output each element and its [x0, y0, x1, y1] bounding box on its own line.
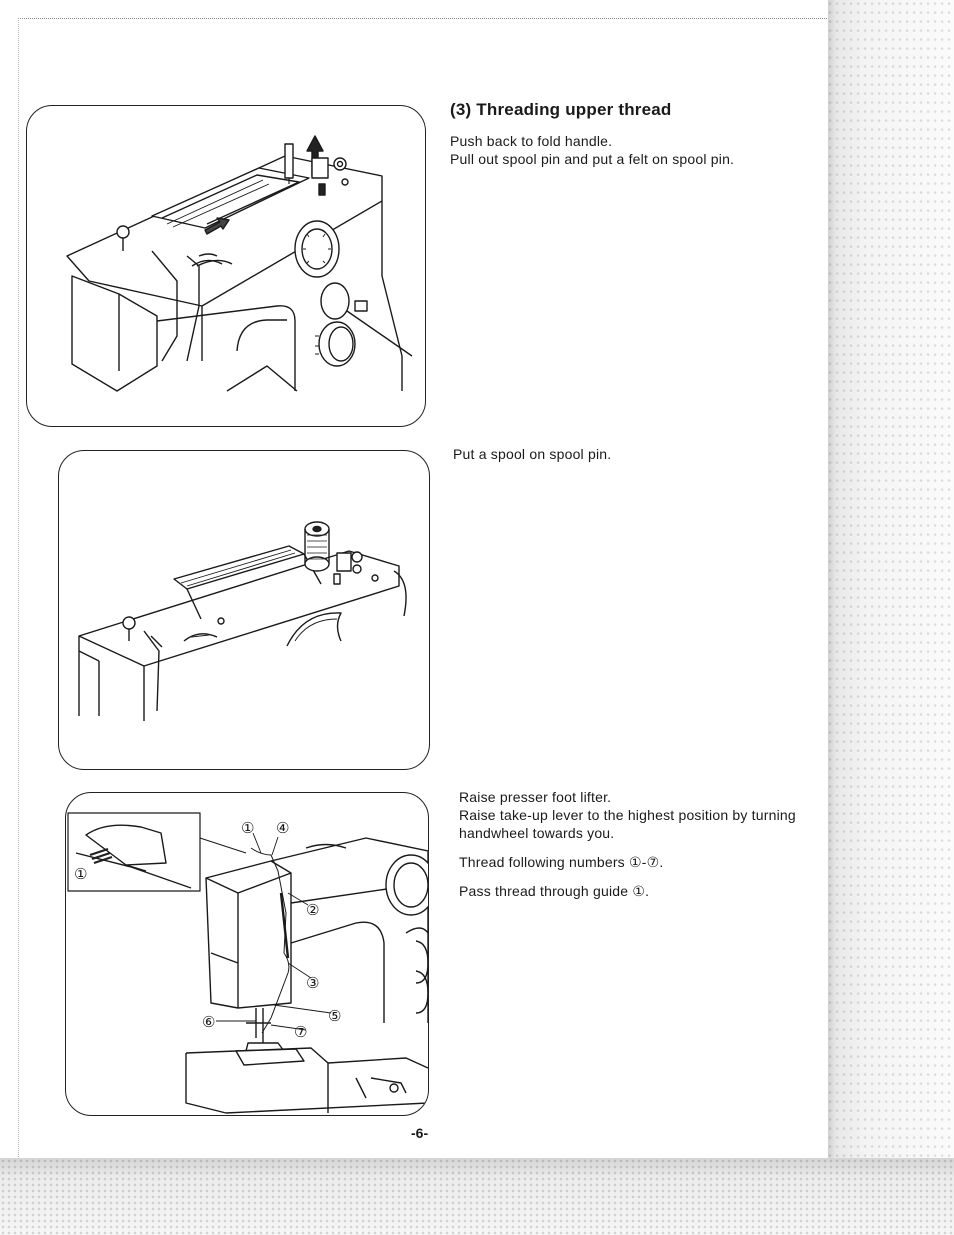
callout-7: ⑦ — [294, 1023, 307, 1041]
section-title: (3) Threading upper thread — [450, 100, 672, 119]
callout-2: ② — [306, 901, 319, 919]
page-frame — [18, 18, 829, 1159]
step-spool-text: Put a spool on spool pin. — [453, 445, 611, 463]
instruction-line: Push back to fold handle. — [450, 133, 613, 149]
instruction-line: Pull out spool pin and put a felt on spo… — [450, 151, 735, 167]
instruction-line: Put a spool on spool pin. — [453, 446, 612, 462]
callout-5: ⑤ — [328, 1007, 341, 1025]
callout-1: ① — [241, 819, 254, 837]
sewing-machine-threading-illustration: ① ④ ② ③ ⑤ ⑥ ⑦ ① — [67, 812, 428, 1114]
callout-6: ⑥ — [202, 1013, 215, 1031]
callout-3: ③ — [306, 974, 319, 992]
step-fold-handle-text: Push back to fold handle. Pull out spool… — [450, 132, 734, 168]
scan-shadow-right — [828, 0, 954, 1235]
instruction-line: Raise presser foot lifter. — [459, 789, 612, 805]
sewing-machine-top-illustration — [66, 135, 413, 392]
instruction-line: Raise take-up lever to the highest posit… — [459, 807, 796, 841]
instruction-line: Thread following numbers ①-⑦. — [459, 854, 664, 870]
figure-fold-handle — [26, 105, 426, 427]
page-number: -6- — [411, 1125, 429, 1141]
callout-4: ④ — [276, 819, 289, 837]
figure-threading-path: ① ④ ② ③ ⑤ ⑥ ⑦ ① — [65, 792, 429, 1116]
step-threading-text: Raise presser foot lifter. Raise take-up… — [459, 788, 799, 900]
figure-spool-on-pin — [58, 450, 430, 770]
scan-shadow-bottom — [0, 1158, 954, 1235]
inset-callout-1: ① — [74, 865, 87, 883]
sewing-machine-spool-illustration — [78, 521, 407, 721]
instruction-line: Pass thread through guide ①. — [459, 883, 650, 899]
